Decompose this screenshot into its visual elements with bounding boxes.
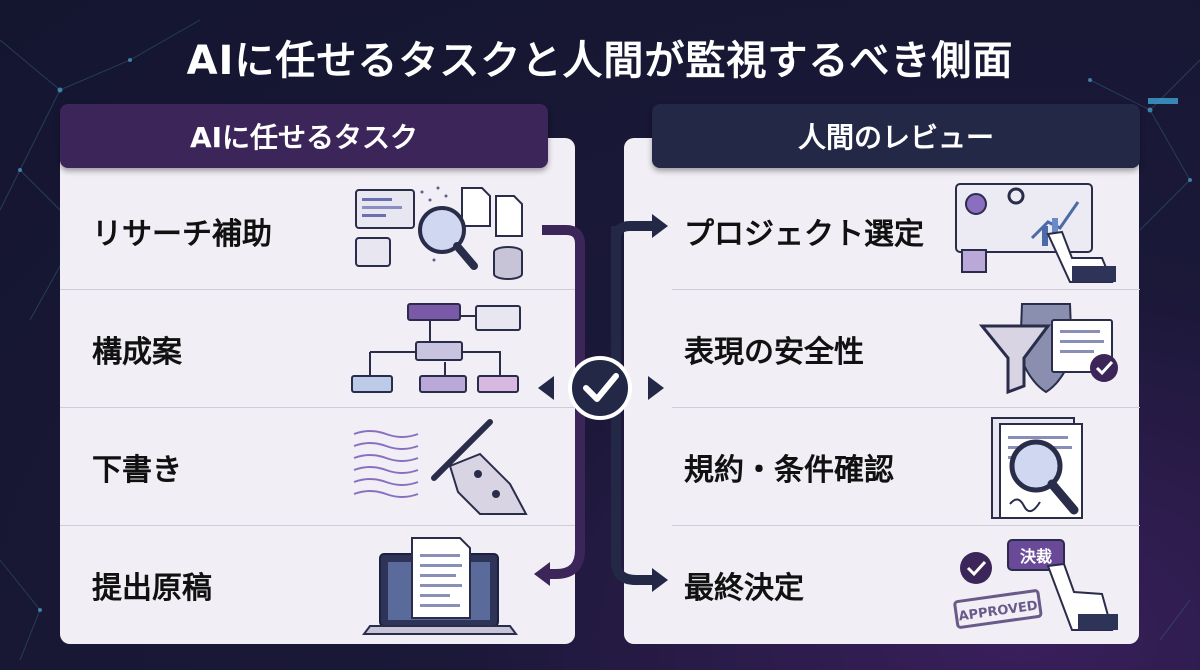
divider [672,525,1140,526]
human-review-label: プロジェクト選定 [684,217,924,252]
arrow-right-icon [648,376,664,400]
human-review-row: 規約・条件確認 [652,408,1140,526]
flow-connector [534,214,668,592]
approved-stamp-text: APPROVED [958,598,1039,624]
flowchart-icon [351,303,521,393]
divider [672,289,1140,290]
human-review-label: 表現の安全性 [684,335,864,370]
human-review-label: 規約・条件確認 [684,453,894,488]
check-icon [568,356,632,420]
divider [60,289,575,290]
laptop-document-icon [362,537,518,635]
human-review-row: 最終決定 決裁 APPROVED [652,526,1140,644]
divider [60,407,575,408]
ai-tasks-header: AIに任せるタスク [60,104,548,168]
ai-task-row: 提出原稿 [60,526,575,644]
human-review-header: 人間のレビュー [652,104,1140,168]
research-magnifier-icon [355,186,523,280]
ai-task-label: 提出原稿 [92,571,212,606]
arrow-left-icon [538,376,554,400]
divider [672,407,1140,408]
ai-task-row: 構成案 [60,290,575,408]
human-review-label: 最終決定 [684,571,804,606]
contract-review-icon [991,417,1083,519]
approval-stamp-icon: 決裁 APPROVED [953,539,1118,631]
human-review-row: 表現の安全性 [652,290,1140,408]
ai-task-label: 下書き [92,453,182,488]
arrow-right-icon [652,214,668,238]
robot-hand-writing-icon [353,419,528,515]
human-review-row: プロジェクト選定 [652,172,1140,290]
shield-filter-icon [978,303,1118,395]
page-title: AIに任せるタスクと人間が監視するべき側面 [186,38,1014,84]
arrow-left-icon [534,562,550,586]
approval-button-text: 決裁 [1020,547,1052,566]
dashboard-selection-icon [955,183,1116,283]
arrow-right-icon [652,568,668,592]
ai-task-label: 構成案 [92,335,182,370]
ai-task-row: 下書き [60,408,575,526]
ai-task-label: リサーチ補助 [92,217,272,252]
divider [60,525,575,526]
ai-task-row: リサーチ補助 [60,172,575,290]
